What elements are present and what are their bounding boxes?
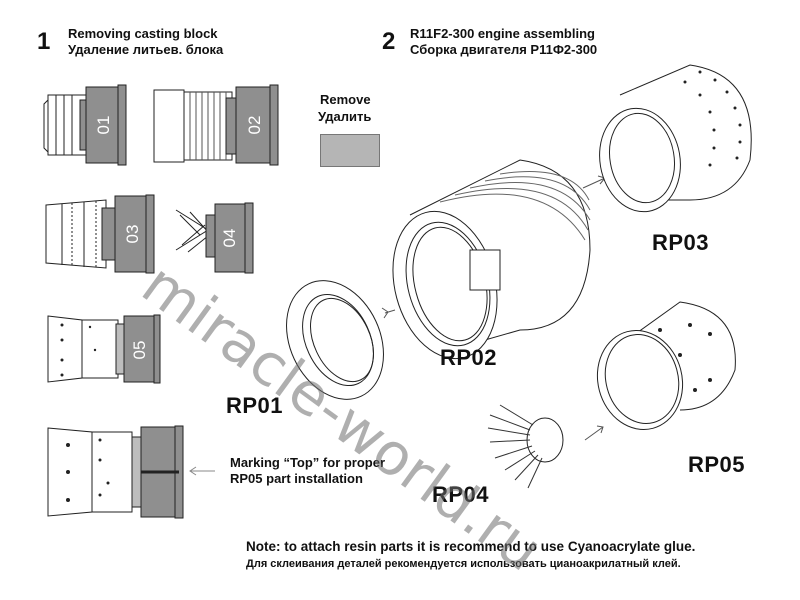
- block-02-label: 02: [245, 116, 264, 135]
- note-en: Note: to attach resin parts it is recomm…: [246, 539, 696, 554]
- casting-block-01: 01: [43, 84, 127, 166]
- part-rp02-drawing: [392, 159, 606, 360]
- marking-line-1: Marking “Top” for proper: [230, 455, 386, 470]
- casting-block-04: 04: [175, 202, 254, 274]
- block-01-label: 01: [94, 116, 113, 135]
- block-05-label: 05: [130, 341, 149, 360]
- marking-line-2: RP05 part installation: [230, 471, 363, 486]
- step-2-title-ru: Сборка двигателя Р11Ф2-300: [410, 42, 598, 57]
- part-label-rp04: RP04: [432, 482, 490, 507]
- block-04-label: 04: [220, 229, 239, 248]
- step-1-title-ru: Удаление литьев. блока: [68, 42, 224, 57]
- part-label-rp03: RP03: [652, 230, 710, 255]
- block-03-label: 03: [123, 225, 142, 244]
- note-ru: Для склеивания деталей рекомендуется исп…: [246, 558, 681, 570]
- part-rp03-drawing: [599, 64, 752, 213]
- part-rp04-drawing: [487, 404, 564, 489]
- step-1-number: 1: [37, 28, 51, 55]
- part-label-rp01: RP01: [226, 393, 284, 418]
- step-2-number: 2: [382, 28, 396, 55]
- legend-label-ru: Удалить: [318, 109, 372, 124]
- casting-block-05: 05: [47, 314, 161, 384]
- remove-swatch: [320, 134, 380, 167]
- casting-block-03: 03: [45, 194, 155, 274]
- legend-label-en: Remove: [320, 92, 371, 107]
- part-rp05-drawing: [584, 301, 736, 441]
- part-rp01-drawing: [286, 280, 396, 400]
- step-1-title-en: Removing casting block: [68, 26, 218, 41]
- part-label-rp02: RP02: [440, 345, 498, 370]
- casting-block-02: 02: [153, 84, 279, 166]
- marking-top-part: [47, 425, 215, 519]
- part-label-rp05: RP05: [688, 452, 746, 477]
- step-2-title-en: R11F2-300 engine assembling: [410, 26, 595, 41]
